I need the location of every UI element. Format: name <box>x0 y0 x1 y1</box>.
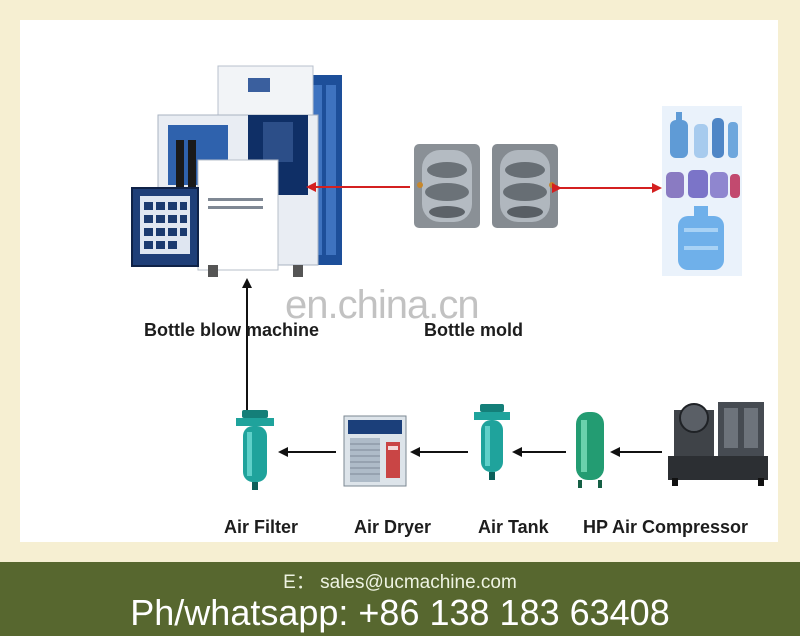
label-air-tank: Air Tank <box>478 517 549 537</box>
label-hp-air-compressor: HP Air Compressor <box>583 517 749 537</box>
label-air-dryer: Air Dryer <box>354 517 432 537</box>
label-air-filter: Air Filter <box>224 517 299 537</box>
air-compressor-image <box>668 402 768 486</box>
bottle-mold-image <box>414 144 558 228</box>
air-tank-image <box>474 404 510 480</box>
contact-footer <box>0 562 800 636</box>
connector-layer <box>242 182 662 457</box>
air-filter-image <box>236 410 274 490</box>
receiver-tank-image <box>576 412 604 488</box>
label-bottle-mold: Bottle mold <box>424 320 523 340</box>
contact-email: E： sales@ucmachine.com <box>283 572 517 593</box>
watermark: en.china.cn <box>285 283 480 327</box>
bottle-blow-machine-image <box>131 65 342 277</box>
bottles-image <box>662 106 742 276</box>
air-dryer-image <box>343 415 407 487</box>
label-bottle-blow-machine: Bottle blow machine <box>144 320 320 340</box>
contact-phone: Ph/whatsapp: +86 138 183 63408 <box>130 592 670 633</box>
